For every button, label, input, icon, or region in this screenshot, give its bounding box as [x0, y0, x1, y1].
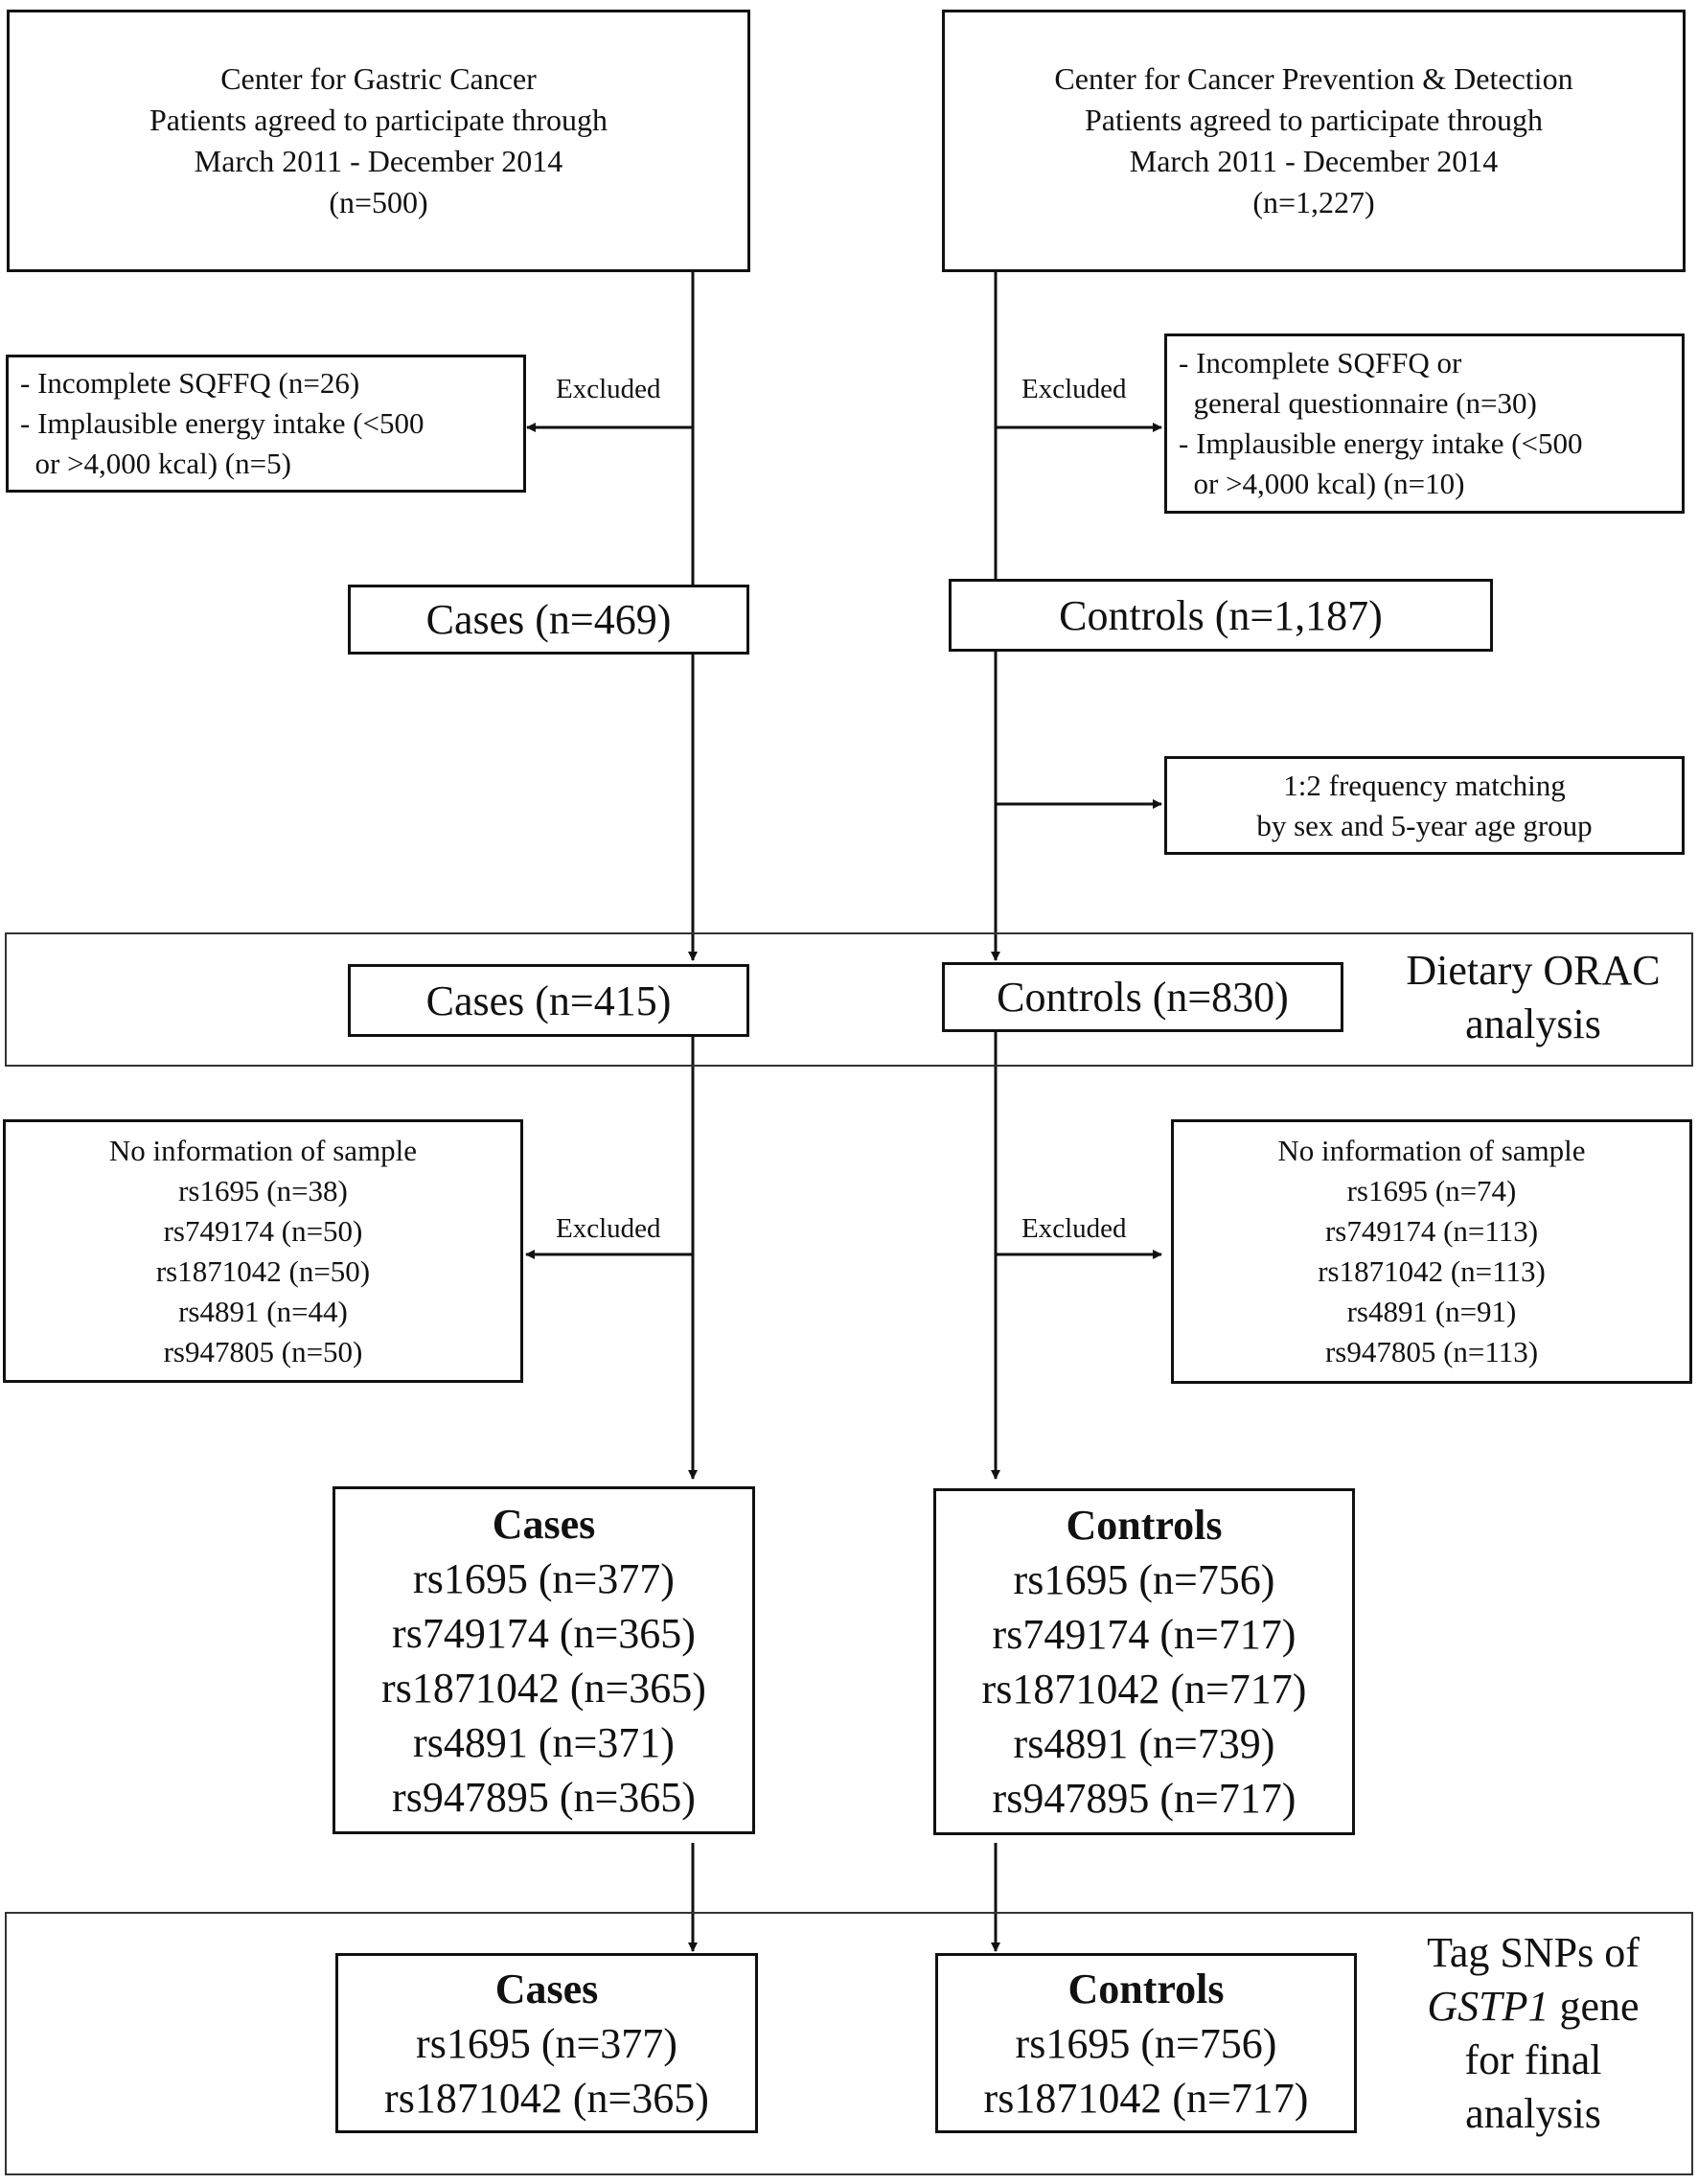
left-exclusion-box-2: No information of sample rs1695 (n=38) r…: [3, 1119, 523, 1383]
controls-3-line2: rs749174 (n=717): [992, 1611, 1296, 1658]
cases-box-4: Cases rs1695 (n=377) rs1871042 (n=365): [335, 1953, 758, 2133]
gene-name: GSTP1: [1427, 1983, 1549, 2030]
left-exclusion-2-line5: rs4891 (n=44): [178, 1294, 348, 1328]
right-exclusion-2-line1: No information of sample: [1277, 1134, 1586, 1167]
controls-3-line5: rs947895 (n=717): [992, 1775, 1296, 1822]
right-source-line3: March 2011 - December 2014: [1129, 144, 1499, 178]
matching-line2: by sex and 5-year age group: [1256, 808, 1593, 842]
right-exclusion-1-line1: - Incomplete SQFFQ or: [1179, 346, 1462, 379]
right-exclusion-2-line5: rs4891 (n=91): [1346, 1295, 1517, 1328]
left-source-line1: Center for Gastric Cancer: [220, 61, 537, 96]
right-exclusion-2-line6: rs947805 (n=113): [1324, 1335, 1539, 1368]
matching-box: 1:2 frequency matching by sex and 5-year…: [1164, 756, 1685, 855]
controls-3-heading: Controls: [1066, 1502, 1223, 1549]
cases-1-text: Cases (n=469): [425, 596, 672, 643]
right-source-line2: Patients agreed to participate through: [1084, 103, 1544, 137]
left-source-box: Center for Gastric Cancer Patients agree…: [7, 10, 750, 272]
right-exclusion-box-2: No information of sample rs1695 (n=74) r…: [1171, 1119, 1692, 1384]
right-source-box: Center for Cancer Prevention & Detection…: [942, 10, 1686, 272]
excluded-label-left-2: Excluded: [556, 1213, 661, 1244]
left-exclusion-2-line1: No information of sample: [108, 1133, 418, 1167]
final-analysis-label: Tag SNPs of GSTP1 gene for final analysi…: [1389, 1926, 1677, 2141]
dietary-orac-line1: Dietary ORAC: [1406, 947, 1661, 994]
controls-3-line4: rs4891 (n=739): [1013, 1720, 1275, 1767]
left-exclusion-box-1: - Incomplete SQFFQ (n=26) - Implausible …: [6, 355, 526, 493]
right-source-line4: (n=1,227): [1252, 185, 1375, 219]
dietary-orac-band: [5, 932, 1693, 1067]
left-source-line4: (n=500): [329, 185, 428, 219]
left-exclusion-2-line4: rs1871042 (n=50): [155, 1253, 371, 1288]
controls-3-line1: rs1695 (n=756): [1013, 1556, 1275, 1603]
controls-box-4: Controls rs1695 (n=756) rs1871042 (n=717…: [935, 1953, 1357, 2133]
controls-1-text: Controls (n=1,187): [1059, 591, 1383, 639]
controls-box-3: Controls rs1695 (n=756) rs749174 (n=717)…: [933, 1488, 1355, 1835]
cases-4-line1: rs1695 (n=377): [416, 2019, 677, 2067]
controls-box-2: Controls (n=830): [942, 962, 1343, 1032]
left-source-line3: March 2011 - December 2014: [194, 144, 563, 178]
right-exclusion-2-line2: rs1695 (n=74): [1346, 1174, 1517, 1207]
controls-3-line3: rs1871042 (n=717): [981, 1666, 1307, 1713]
cases-3-line5: rs947895 (n=365): [392, 1773, 696, 1821]
right-source-line1: Center for Cancer Prevention & Detection: [1054, 61, 1573, 96]
right-exclusion-box-1: - Incomplete SQFFQ or general questionna…: [1164, 333, 1685, 514]
left-exclusion-2-line2: rs1695 (n=38): [178, 1173, 348, 1207]
controls-2-text: Controls (n=830): [997, 974, 1289, 1021]
excluded-label-left-1: Excluded: [556, 374, 661, 404]
left-exclusion-2-line3: rs749174 (n=50): [163, 1213, 363, 1248]
right-exclusion-1-line3: - Implausible energy intake (<500: [1179, 426, 1583, 460]
dietary-orac-label: Dietary ORAC analysis: [1380, 944, 1687, 1051]
cases-3-line4: rs4891 (n=371): [413, 1718, 675, 1766]
final-analysis-band: [5, 1912, 1693, 2175]
right-exclusion-1-line4: or >4,000 kcal) (n=10): [1179, 467, 1465, 500]
cases-4-heading: Cases: [494, 1965, 599, 2012]
controls-4-heading: Controls: [1067, 1965, 1225, 2012]
left-source-line2: Patients agreed to participate through: [149, 103, 608, 137]
cases-3-line1: rs1695 (n=377): [413, 1554, 675, 1602]
cases-box-2: Cases (n=415): [348, 964, 749, 1037]
right-exclusion-2-line4: rs1871042 (n=113): [1318, 1254, 1546, 1288]
cases-box-1: Cases (n=469): [348, 585, 749, 655]
controls-4-line1: rs1695 (n=756): [1015, 2019, 1277, 2067]
left-exclusion-1-line3: or >4,000 kcal) (n=5): [20, 447, 291, 480]
cases-3-heading: Cases: [492, 1500, 596, 1548]
final-analysis-line2: GSTP1 gene: [1389, 1980, 1677, 2034]
left-exclusion-1-line1: - Incomplete SQFFQ (n=26): [20, 366, 360, 400]
right-exclusion-2-line3: rs749174 (n=113): [1324, 1214, 1539, 1248]
controls-4-line2: rs1871042 (n=717): [983, 2074, 1309, 2122]
cases-3-line2: rs749174 (n=365): [392, 1609, 696, 1657]
dietary-orac-line2: analysis: [1465, 1000, 1601, 1047]
left-exclusion-1-line2: - Implausible energy intake (<500: [20, 406, 424, 440]
cases-box-3: Cases rs1695 (n=377) rs749174 (n=365) rs…: [333, 1486, 755, 1834]
excluded-label-right-2: Excluded: [1021, 1213, 1127, 1244]
cases-3-line3: rs1871042 (n=365): [381, 1664, 706, 1712]
gene-suffix: gene: [1549, 1983, 1640, 2030]
cases-4-line2: rs1871042 (n=365): [384, 2074, 709, 2122]
right-exclusion-1-line2: general questionnaire (n=30): [1179, 386, 1537, 420]
left-exclusion-2-line6: rs947805 (n=50): [163, 1334, 363, 1368]
controls-box-1: Controls (n=1,187): [949, 579, 1493, 652]
final-analysis-line4: analysis: [1465, 2090, 1601, 2137]
cases-2-text: Cases (n=415): [425, 977, 672, 1024]
final-analysis-line3: for final: [1464, 2036, 1602, 2083]
final-analysis-line1: Tag SNPs of: [1427, 1929, 1640, 1976]
excluded-label-right-1: Excluded: [1021, 374, 1127, 404]
matching-line1: 1:2 frequency matching: [1283, 768, 1566, 802]
